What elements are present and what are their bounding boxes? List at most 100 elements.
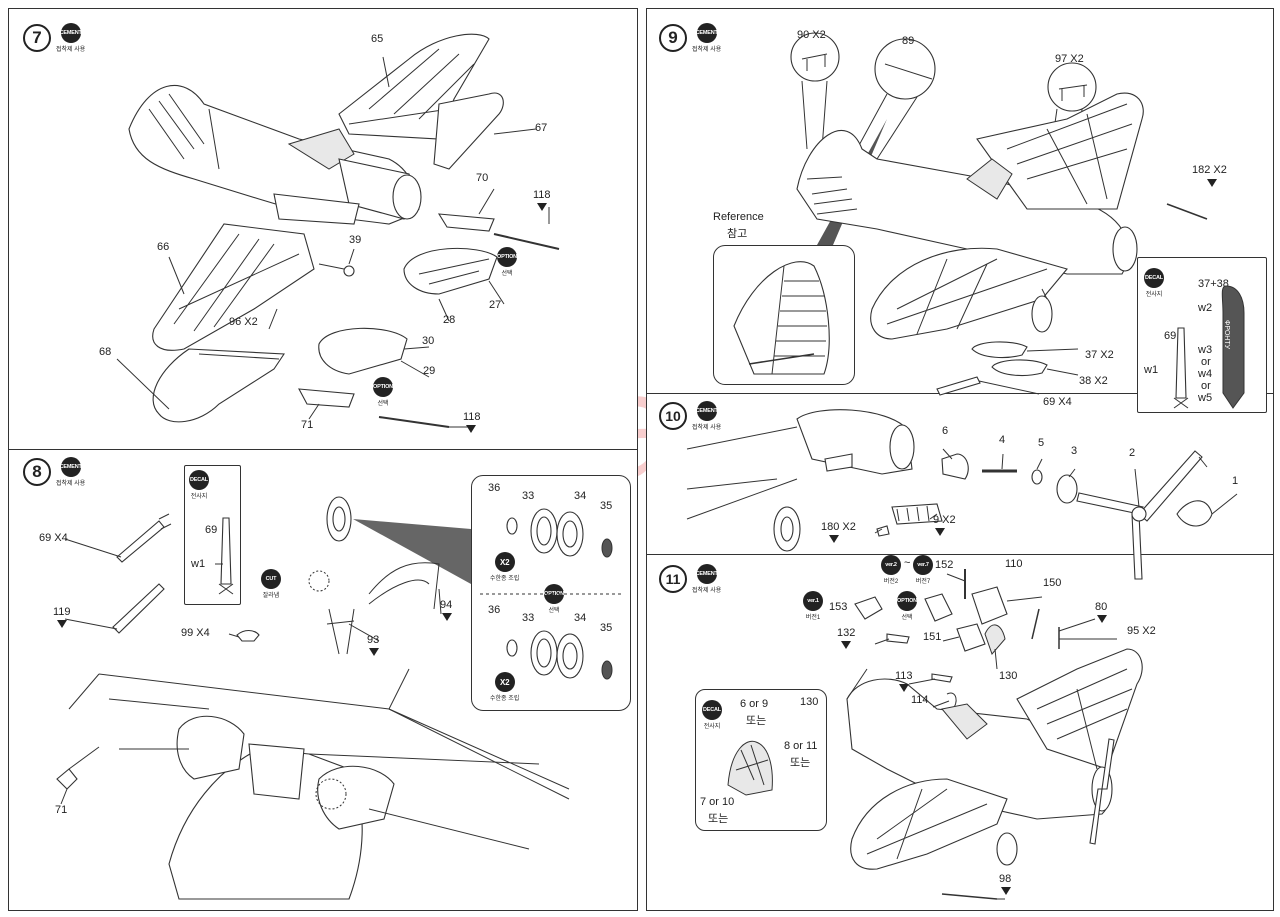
range-tilde: ~	[904, 557, 911, 569]
part-label: 152	[935, 559, 954, 571]
or-label: or	[1201, 356, 1211, 368]
wheel-parts-drawing	[480, 508, 622, 680]
version-1-icon: ver.1 버전1	[803, 591, 823, 621]
decal-label: w5	[1198, 392, 1213, 404]
decal-option: 8 or 11	[784, 740, 818, 752]
step-9-aircraft-drawing	[790, 32, 1208, 396]
or-label: or	[1201, 380, 1211, 392]
step-9-header: 9 CEMENT 접착제 사용	[659, 23, 721, 53]
part-label: 151	[923, 631, 942, 643]
part-label: 28	[443, 314, 456, 326]
decal-box: DECAL 전사지 37+38 w2 69 w1 w3 or w4 or w5 …	[1137, 257, 1267, 413]
part-label: 5	[1038, 437, 1045, 449]
part-label: 67	[535, 122, 548, 134]
x2-icon: X2 수한종 조립	[490, 552, 519, 582]
part-label: 114	[911, 694, 929, 706]
wheel-detail-box: 36 33 34 35 X2 수한종 조립 OPTION 선택 36 33 34…	[471, 475, 631, 711]
parts-tree-marker	[841, 641, 851, 649]
part-label: 66	[157, 241, 170, 253]
option-icon: OPTION 선택	[373, 377, 393, 407]
part-label: 71	[301, 419, 314, 431]
step-number: 11	[659, 565, 687, 593]
parts-tree-marker	[466, 425, 476, 433]
step-10-header: 10 CEMENT 접착제 사용	[659, 401, 721, 431]
part-label: 180 X2	[821, 521, 856, 533]
decal-label: w1	[1144, 364, 1159, 376]
part-label: 37+38	[1198, 278, 1229, 290]
decal-icon: DECAL 전사지	[1144, 268, 1164, 298]
decal-box: DECAL 전사지 69 w1	[184, 465, 241, 605]
parts-tree-marker	[1207, 179, 1217, 187]
part-label: 119	[53, 606, 71, 618]
decal-box: DECAL 전사지 130 6 or 9 또는 8 or 11 또는 7 or …	[695, 689, 827, 831]
step-divider	[647, 554, 1273, 555]
parts-tree-marker	[369, 648, 379, 656]
part-label: 93	[367, 634, 380, 646]
reference-label-kr: 참고	[727, 228, 748, 240]
parts-tree-marker	[57, 620, 67, 628]
reference-label: Reference	[713, 211, 764, 223]
parts-tree-marker	[829, 535, 839, 543]
part-label: 97 X2	[1055, 53, 1084, 65]
part-label: 29	[423, 365, 436, 377]
part-label: 35	[600, 622, 613, 634]
decal-icon: DECAL 전사지	[702, 700, 722, 730]
step-7-aircraft-drawing	[116, 33, 560, 428]
part-label: 34	[574, 490, 587, 502]
decal-option: 6 or 9	[740, 698, 769, 710]
step-number: 8	[23, 458, 51, 486]
left-instruction-panel: 7 CEMENT 접착제 사용	[8, 8, 638, 911]
part-label: 6	[942, 425, 949, 437]
part-label: 33	[522, 612, 535, 624]
parts-tree-marker	[935, 528, 945, 536]
option-icon: OPTION 선택	[897, 591, 917, 621]
part-label: 69 X4	[1043, 396, 1072, 408]
step-divider	[9, 449, 637, 450]
decal-option: 7 or 10	[700, 796, 735, 808]
part-label: 27	[489, 299, 502, 311]
part-label: 2	[1129, 447, 1136, 459]
part-label: 118	[533, 189, 551, 201]
right-instruction-panel: 9 CEMENT 접착제 사용 Reference 참고 89 DECAL 전사…	[646, 8, 1274, 911]
part-label: 38 X2	[1079, 375, 1108, 387]
part-label: 39	[349, 234, 362, 246]
part-label: 34	[574, 612, 587, 624]
cement-icon: CEMENT 접착제 사용	[56, 457, 85, 487]
decal-option-kr: 또는	[708, 813, 729, 825]
version-7-icon: ver.7 버전7	[913, 555, 933, 585]
part-label: 182 X2	[1192, 164, 1227, 176]
part-label: 150	[1043, 577, 1062, 589]
step-8-header: 8 CEMENT 접착제 사용	[23, 457, 85, 487]
part-label: 3	[1071, 445, 1078, 457]
step-number: 9	[659, 24, 687, 52]
part-label: 90 X2	[797, 29, 826, 41]
part-label: 110	[1005, 558, 1023, 570]
parts-tree-marker	[537, 203, 547, 211]
cement-icon: CEMENT 접착제 사용	[692, 401, 721, 431]
decal-label: w1	[191, 558, 206, 570]
reference-box: 89	[713, 245, 855, 385]
step-11-aircraft-drawing	[846, 569, 1143, 900]
part-label: 4	[999, 434, 1006, 446]
part-label: 68	[99, 346, 112, 358]
part-label: 9 X2	[933, 514, 956, 526]
part-label: 99 X4	[181, 627, 210, 639]
step-divider	[647, 393, 1273, 394]
part-label: 69	[1164, 330, 1177, 342]
part-label: 95 X2	[1127, 625, 1156, 637]
part-label: 130	[999, 670, 1018, 682]
part-label: 130	[800, 696, 819, 708]
x2-icon: X2 수한종 조립	[490, 672, 519, 702]
step-8-aircraft-drawing	[56, 496, 570, 900]
option-icon: OPTION 선택	[497, 247, 517, 277]
cut-icon: CUT 잘라냄	[261, 569, 281, 599]
part-label: 69	[205, 524, 218, 536]
part-label: 98	[999, 873, 1012, 885]
part-label: 33	[522, 490, 535, 502]
decal-label: w3	[1198, 344, 1213, 356]
part-label: 80	[1095, 601, 1108, 613]
parts-tree-marker	[1001, 887, 1011, 895]
step-10-engine-drawing	[686, 409, 1238, 580]
part-label: 35	[600, 500, 613, 512]
parts-tree-marker	[899, 684, 909, 692]
